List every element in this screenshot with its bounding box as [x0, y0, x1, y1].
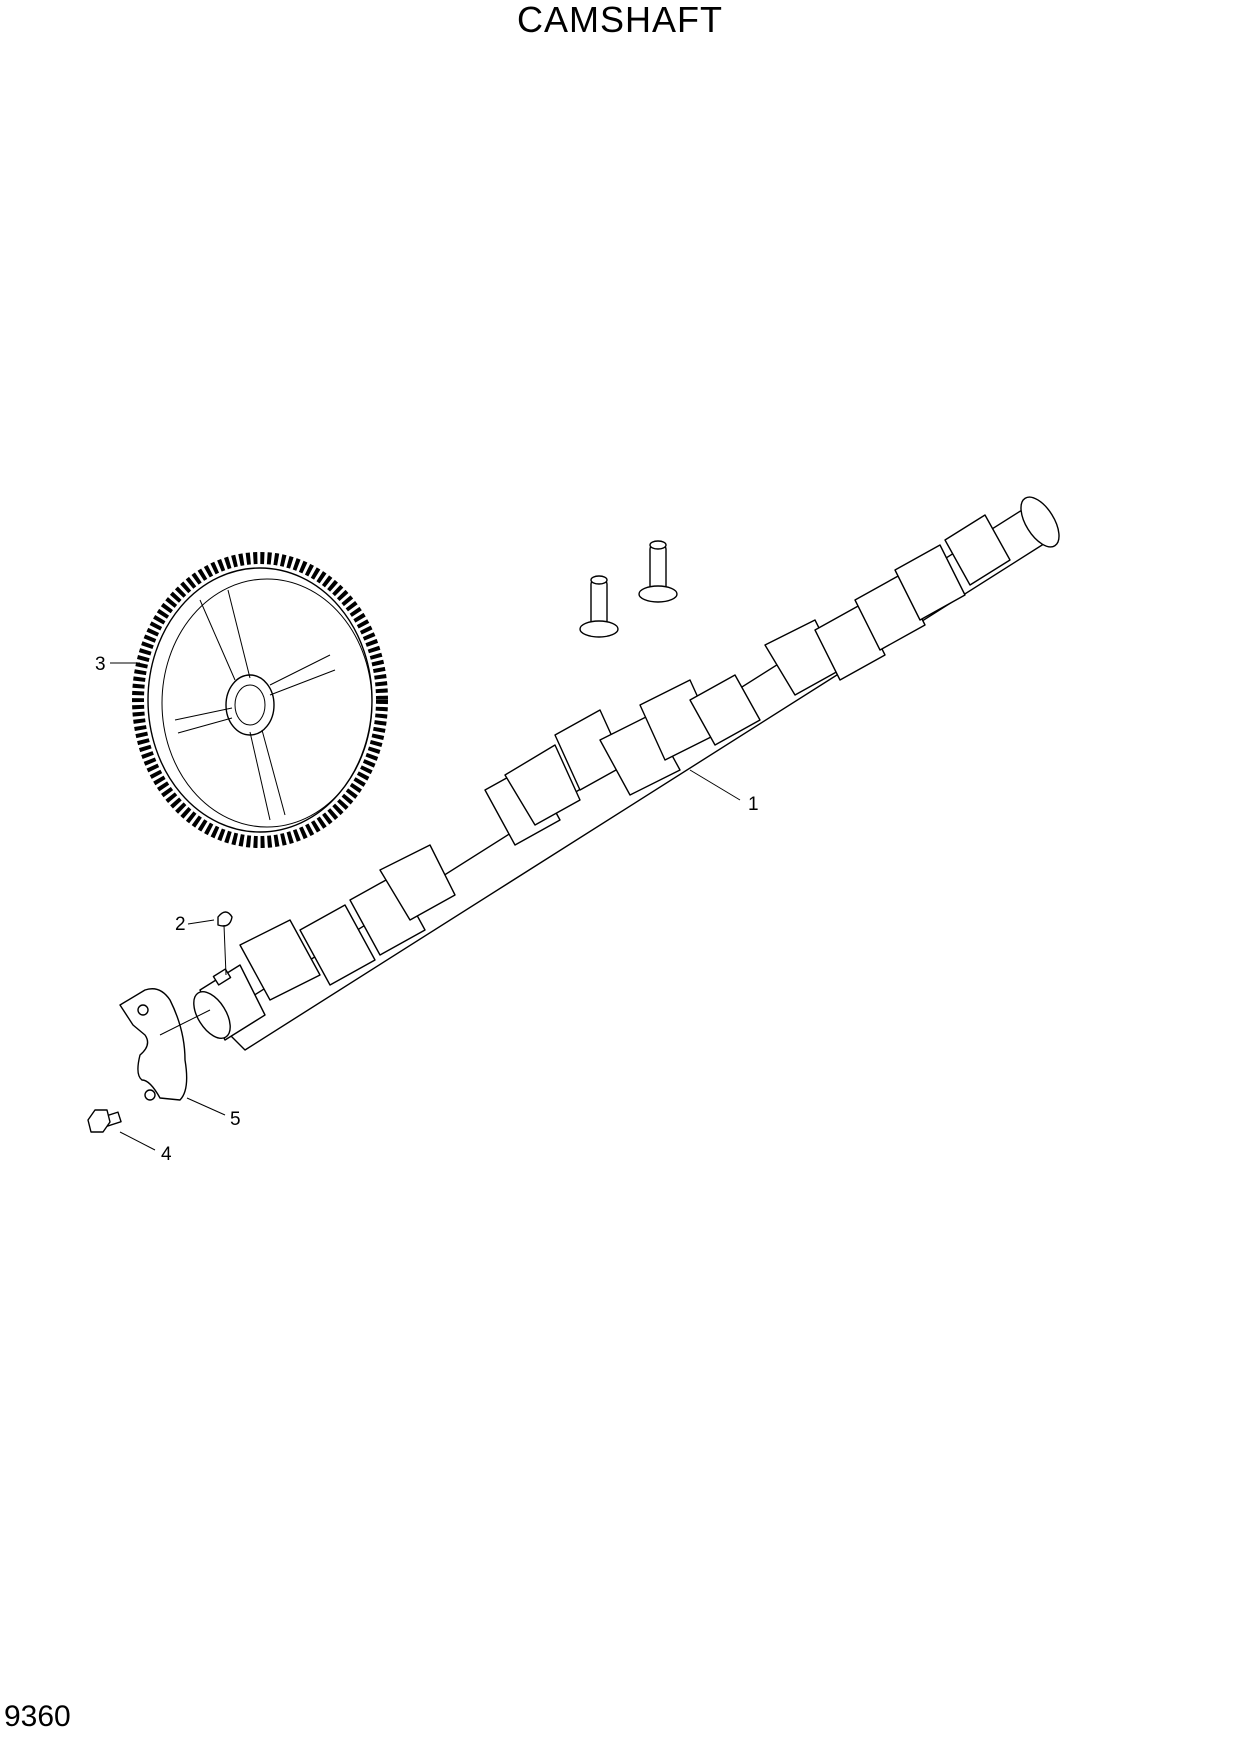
- thrust-plate-part[interactable]: [119, 988, 188, 1101]
- callout-1: 1: [748, 794, 759, 815]
- bolt-upper-right[interactable]: [638, 540, 678, 603]
- camshaft-part[interactable]: [186, 491, 1066, 1051]
- callout-2: 2: [175, 914, 186, 935]
- woodruff-key-part[interactable]: [217, 911, 233, 927]
- callout-4: 4: [161, 1144, 172, 1165]
- page-number: 9360: [4, 1700, 71, 1733]
- camshaft-lobes: [299, 514, 1011, 986]
- bolt-part[interactable]: [87, 1109, 122, 1133]
- gear-spokes: [174, 589, 336, 821]
- bolt-upper-left[interactable]: [579, 575, 619, 638]
- callout-5: 5: [230, 1109, 241, 1130]
- callout-leaders: [110, 662, 741, 1151]
- callout-3: 3: [95, 654, 106, 675]
- camshaft-gear-part[interactable]: [132, 552, 388, 848]
- page-title: CAMSHAFT: [517, 0, 723, 40]
